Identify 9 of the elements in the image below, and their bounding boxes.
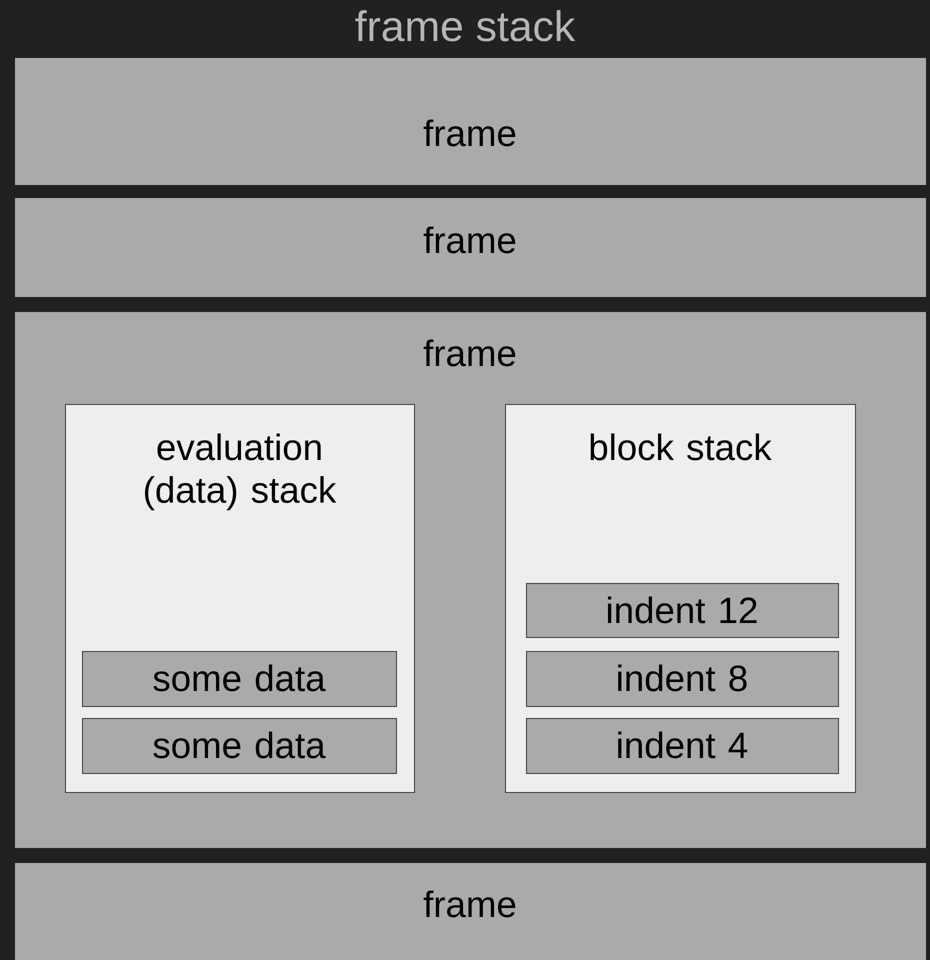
stack-entry: indent 4 — [526, 718, 839, 774]
stack-entry: indent 12 — [526, 583, 839, 638]
stack-entry: some data — [82, 651, 397, 707]
stack-entry: some data — [82, 718, 397, 774]
title: frame stack — [355, 10, 576, 42]
stack-frame: frame — [14, 57, 927, 186]
stack-frame: frame — [14, 197, 927, 298]
stack-frame: frame — [14, 862, 927, 960]
stack-entry: indent 8 — [526, 651, 839, 707]
